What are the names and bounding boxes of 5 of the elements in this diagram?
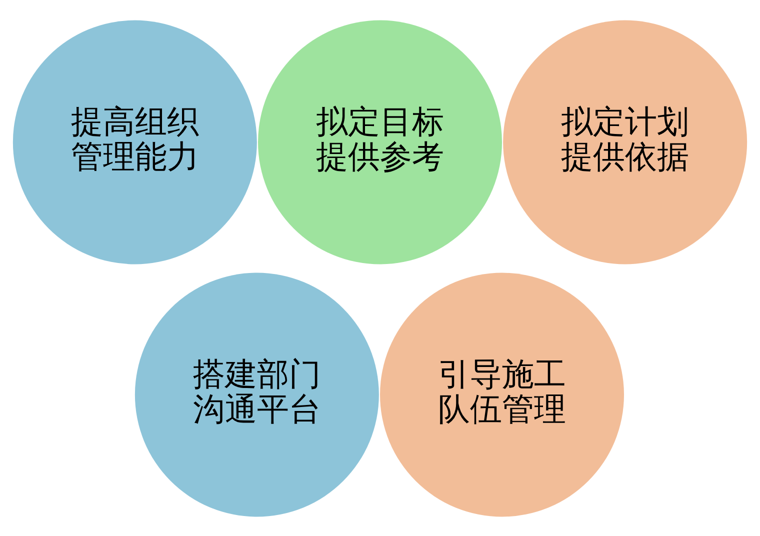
node-circle: 提高组织管理能力 — [12, 20, 257, 264]
node-circle: 拟定目标提供参考 — [258, 20, 502, 264]
node-circle: 引导施工队伍管理 — [380, 272, 624, 516]
node-circle: 拟定计划提供依据 — [503, 20, 748, 264]
node-circle: 搭建部门沟通平台 — [134, 272, 379, 516]
